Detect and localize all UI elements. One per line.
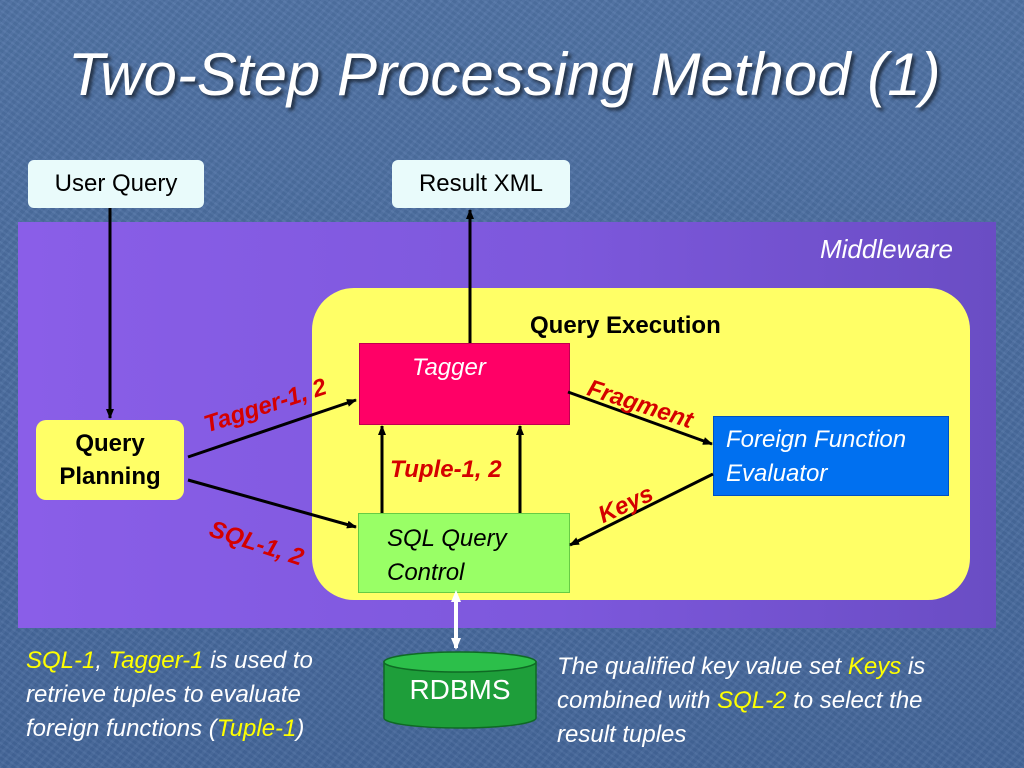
note-right-sql2: SQL-2 [717, 687, 787, 714]
arrow-planning-to-sql-control [187, 478, 357, 529]
note-left: SQL-1, Tagger-1 is used to retrieve tupl… [26, 644, 376, 746]
arrow-ffe-to-sql-control [569, 472, 714, 547]
tagger-box: Tagger [359, 343, 570, 425]
arrow-planning-to-tagger [187, 398, 357, 459]
note-right-text-a: The qualified key value set [557, 653, 848, 680]
note-left-sql1: SQL-1 [26, 647, 96, 674]
note-right-keys: Keys [847, 653, 902, 680]
foreign-function-evaluator-box: Foreign Function Evaluator [713, 416, 949, 496]
query-execution-label: Query Execution [530, 312, 721, 339]
rdbms-label: RDBMS [409, 674, 511, 705]
edge-label-tuple-1-2: Tuple-1, 2 [390, 456, 502, 483]
middleware-label: Middleware [820, 234, 953, 264]
user-query-label: User Query [54, 170, 178, 197]
sql-query-control-label: SQL Query Control [387, 525, 507, 586]
note-right-text-b: is combined with [557, 653, 926, 714]
note-left-comma: , [95, 647, 109, 674]
user-query-box: User Query [28, 160, 204, 208]
note-left-tagger1: Tagger-1 [108, 647, 204, 674]
note-left-text-a: is used to retrieve tuples to evaluate f… [26, 647, 313, 742]
query-planning-box: Query Planning [36, 420, 184, 500]
query-planning-label: Query Planning [59, 430, 161, 490]
rdbms-cylinder [383, 651, 537, 729]
slide-title: Two-Step Processing Method (1) [68, 41, 941, 108]
note-left-tuple1: Tuple-1 [216, 715, 297, 742]
note-right: The qualified key value set Keys is comb… [557, 650, 987, 752]
tagger-label: Tagger [412, 354, 486, 381]
foreign-function-evaluator-label: Foreign Function Evaluator [726, 426, 907, 487]
note-left-text-b: ) [296, 715, 305, 742]
result-xml-box: Result XML [392, 160, 570, 208]
sql-query-control-box: SQL Query Control [358, 513, 570, 593]
result-xml-label: Result XML [418, 170, 544, 197]
arrow-tagger-to-ffe [567, 390, 713, 446]
note-right-text-c: to select the result tuples [557, 687, 923, 748]
